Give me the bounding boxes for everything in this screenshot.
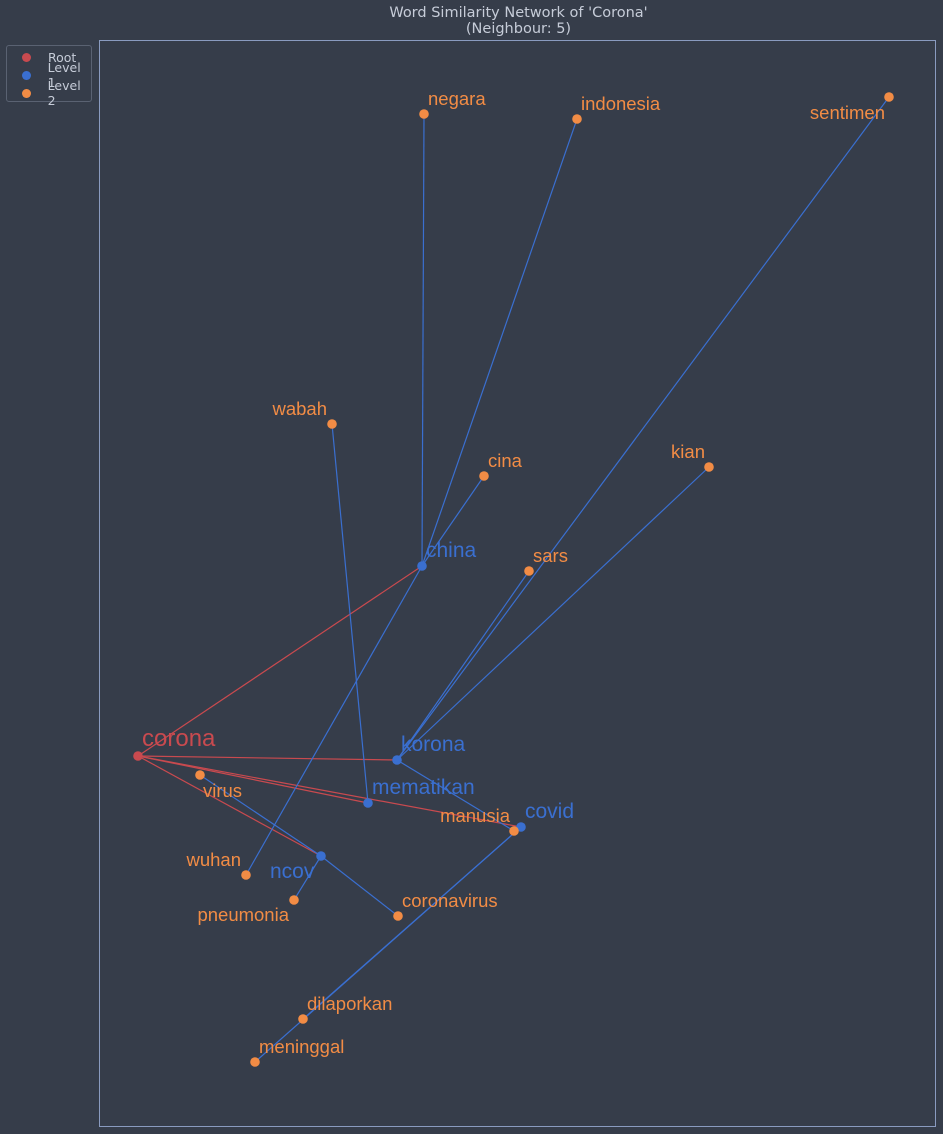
edge-china-cina: [421, 475, 485, 567]
node-korona: [392, 755, 402, 765]
chart-title-line2: (Neighbour: 5): [465, 21, 572, 37]
node-label-negara: negara: [428, 88, 486, 109]
node-sentimen: [884, 92, 894, 102]
edge-corona-china: [137, 565, 423, 757]
nodes-group: [133, 92, 894, 1067]
node-label-china: china: [426, 539, 477, 562]
edge-ncov-coronavirus: [320, 855, 399, 917]
chart-title: Word Similarity Network of 'Corona' (Nei…: [0, 5, 943, 37]
edge-ncov-virus: [199, 774, 322, 857]
node-label-indonesia: indonesia: [581, 93, 661, 114]
edge-covid-meninggal: [254, 826, 522, 1063]
node-corona: [133, 751, 143, 761]
node-label-coronavirus: coronavirus: [402, 890, 498, 911]
node-mematikan: [363, 798, 373, 808]
legend-item-root: Root: [7, 48, 76, 66]
node-label-virus: virus: [203, 780, 242, 801]
legend-item-level1: Level 1: [7, 60, 91, 90]
edge-china-wuhan: [245, 565, 423, 876]
node-dilaporkan: [298, 1014, 308, 1024]
edges-group: [137, 96, 890, 1063]
node-coronavirus: [393, 911, 403, 921]
edge-korona-kian: [396, 466, 710, 761]
node-label-manusia: manusia: [440, 805, 511, 826]
edge-mematikan-wabah: [331, 423, 369, 804]
edge-china-indonesia: [421, 118, 578, 567]
legend-item-level2: Level 2: [7, 78, 91, 108]
edge-ncov-pneumonia: [293, 855, 322, 901]
node-negara: [419, 109, 429, 119]
edge-corona-korona: [137, 755, 398, 761]
node-label-cina: cina: [488, 450, 523, 471]
node-covid: [516, 822, 526, 832]
node-label-wuhan: wuhan: [185, 849, 241, 870]
legend-marker-root: [22, 52, 31, 62]
node-cina: [479, 471, 489, 481]
node-label-kian: kian: [671, 441, 705, 462]
chart-title-line1: Word Similarity Network of 'Corona': [389, 5, 648, 21]
edge-korona-sentimen: [396, 96, 890, 761]
node-ncov: [316, 851, 326, 861]
node-label-pneumonia: pneumonia: [197, 904, 289, 925]
legend-label-root: Root: [48, 49, 77, 65]
node-meninggal: [250, 1057, 260, 1067]
legend-label-level2: Level 2: [47, 78, 81, 108]
legend-marker-level1: [22, 70, 31, 80]
node-wuhan: [241, 870, 251, 880]
node-manusia: [509, 826, 519, 836]
edge-corona-mematikan: [137, 755, 369, 804]
node-wabah: [327, 419, 337, 429]
node-sars: [524, 566, 534, 576]
node-virus: [195, 770, 205, 780]
node-label-wabah: wabah: [271, 398, 327, 419]
node-label-corona: corona: [142, 725, 216, 752]
labels-group: corona china korona mematikan covid ncov negar…: [142, 88, 885, 1057]
edge-korona-sars: [396, 570, 530, 761]
node-label-sars: sars: [533, 545, 568, 566]
node-label-meninggal: meninggal: [259, 1036, 344, 1057]
node-label-ncov: ncov: [270, 860, 315, 883]
plot-frame: [99, 40, 936, 1127]
node-pneumonia: [289, 895, 299, 905]
node-label-mematikan: mematikan: [372, 776, 475, 799]
node-label-korona: korona: [401, 733, 466, 756]
node-china: [417, 561, 427, 571]
edge-corona-ncov: [137, 755, 322, 857]
legend-label-level1: Level 1: [47, 60, 81, 90]
node-indonesia: [572, 114, 582, 124]
edge-korona-manusia: [396, 759, 515, 832]
node-label-dilaporkan: dilaporkan: [307, 993, 392, 1014]
node-label-sentimen: sentimen: [810, 102, 885, 123]
legend-marker-level2: [22, 88, 31, 98]
edge-china-negara: [421, 113, 425, 567]
node-kian: [704, 462, 714, 472]
edge-corona-covid: [137, 755, 522, 828]
legend: Root Level 1 Level 2: [6, 45, 92, 108]
node-label-covid: covid: [525, 800, 574, 823]
